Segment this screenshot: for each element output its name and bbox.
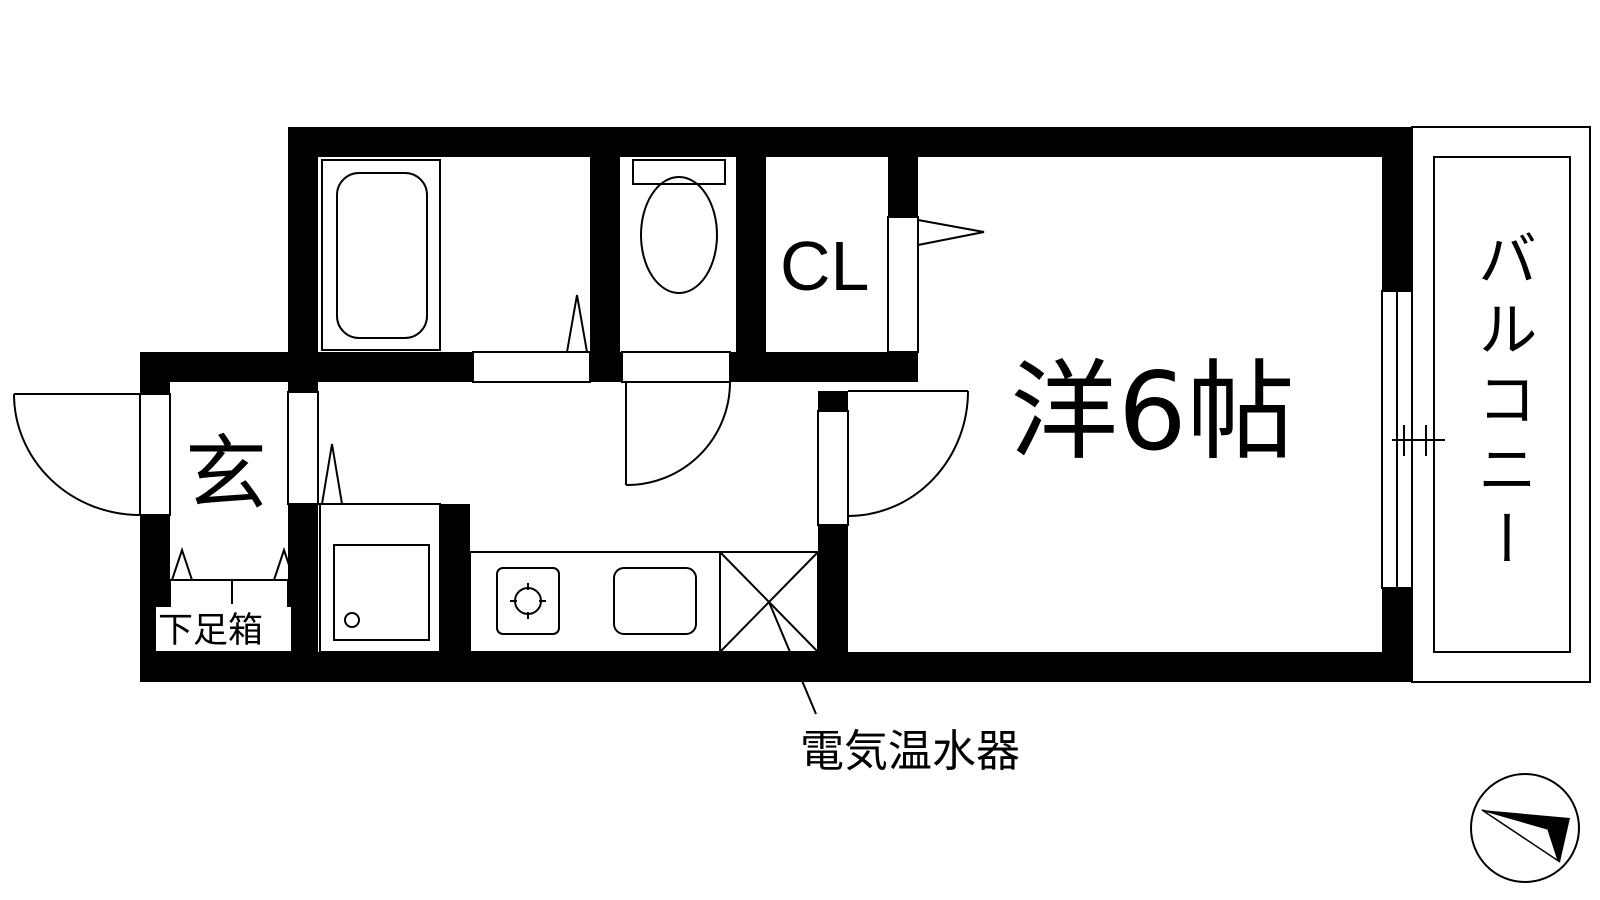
room-door-swing bbox=[847, 390, 969, 517]
toilet-icon bbox=[632, 159, 726, 294]
water-heater-leader bbox=[768, 601, 817, 715]
entrance-inner-door-marker bbox=[321, 443, 343, 505]
toilet-door-swing bbox=[625, 381, 731, 487]
water-heater-label: 電気温水器 bbox=[800, 726, 1020, 777]
shoe-cabinet-label-bg bbox=[156, 607, 291, 651]
balcony-label: バルコニー bbox=[1467, 228, 1537, 578]
western-room-label: 洋6帖 bbox=[1010, 350, 1295, 475]
compass-icon bbox=[1470, 773, 1580, 883]
bath-door-marker bbox=[566, 294, 588, 353]
kitchen-counter bbox=[469, 551, 819, 653]
bathtub-icon bbox=[321, 159, 441, 351]
washing-machine-pan-icon bbox=[319, 503, 441, 653]
entrance-door-swing bbox=[13, 393, 141, 516]
walls bbox=[140, 127, 1412, 682]
closet-door-marker bbox=[917, 219, 985, 246]
stove-burner-icon bbox=[510, 583, 546, 619]
closet-label: CL bbox=[780, 227, 869, 305]
thin-lines bbox=[139, 126, 1591, 683]
shoe-cabinet-label: 下足箱 bbox=[158, 611, 263, 651]
entrance-label: 玄 bbox=[185, 427, 267, 522]
window-marks bbox=[1392, 425, 1445, 456]
